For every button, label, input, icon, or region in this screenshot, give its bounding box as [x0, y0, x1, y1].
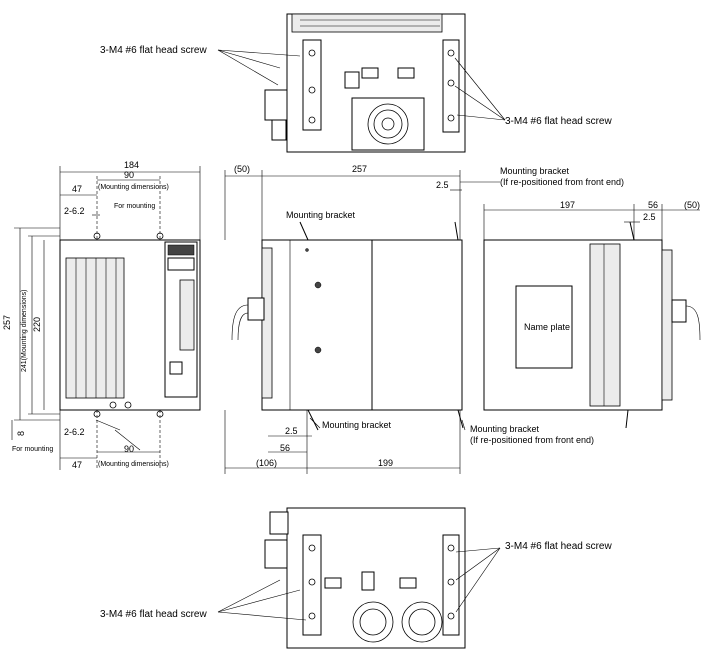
- label-mounting-dims-bottom: (Mounting dimensions): [98, 461, 169, 468]
- rear-dimensions: [483, 204, 700, 240]
- screw-hole: [447, 578, 455, 586]
- screw-hole: [447, 114, 455, 122]
- dim-rear-197: 197: [560, 200, 575, 210]
- screw-hole: [447, 79, 455, 87]
- screw-hole: [308, 544, 316, 552]
- screw-hole: [447, 49, 455, 57]
- dim-front-47-top: 47: [72, 184, 82, 194]
- dim-front-90-bottom: 90: [124, 444, 134, 454]
- dim-front-47-bottom: 47: [72, 460, 82, 470]
- rear-view: [483, 221, 701, 429]
- dim-front-height-241: 241(Mounting dimensions): [21, 290, 28, 373]
- leaders-bottom: [217, 547, 501, 621]
- label-mounting-bracket-repos-bottom: Mounting bracket: [470, 424, 540, 434]
- dim-side-257: 257: [352, 164, 367, 174]
- screw-hole: [308, 578, 316, 586]
- dim-front-height-220: 220: [32, 317, 42, 332]
- side-view: [231, 221, 464, 431]
- screw-hole: [447, 612, 455, 620]
- name-plate: [515, 285, 573, 369]
- dim-rear-50: (50): [684, 200, 700, 210]
- dim-front-hole-top: 2-6.2: [64, 206, 85, 216]
- dim-front-hole-bottom: 2-6.2: [64, 427, 85, 437]
- screw-label-bottom-left: 3-M4 #6 flat head screw: [100, 609, 207, 620]
- dim-rear-56: 56: [648, 200, 658, 210]
- label-name-plate: Name plate: [524, 322, 570, 332]
- dim-side-50: (50): [234, 164, 250, 174]
- screw-hole: [308, 86, 316, 94]
- vent-grille: [65, 257, 125, 399]
- label-repos-note-top: (If re-positioned from front end): [500, 177, 624, 187]
- label-for-mounting-bottom: For mounting: [12, 446, 53, 453]
- label-mounting-bracket-repos-top: Mounting bracket: [500, 166, 570, 176]
- dim-side-199: 199: [378, 458, 393, 468]
- side-dimensions: [224, 170, 500, 474]
- top-view: [264, 13, 466, 153]
- screw-hole: [308, 116, 316, 124]
- leaders-top: [217, 49, 506, 121]
- dim-front-width: 184: [124, 160, 139, 170]
- screw-hole: [447, 544, 455, 552]
- dim-front-8: 8: [16, 431, 26, 436]
- dim-side-106: (106): [256, 458, 277, 468]
- screw-hole: [308, 49, 316, 57]
- label-for-mounting-top: For mounting: [114, 203, 155, 210]
- dim-side-56: 56: [280, 443, 290, 453]
- screw-hole: [308, 612, 316, 620]
- mounting-bracket-bottom-right: [457, 409, 464, 429]
- bottom-view: [264, 507, 466, 649]
- screw-label-top-left: 3-M4 #6 flat head screw: [100, 45, 207, 56]
- front-view: [59, 232, 201, 418]
- dim-side-2-5-bottom: 2.5: [285, 426, 298, 436]
- screw-label-top-right: 3-M4 #6 flat head screw: [505, 116, 612, 127]
- top-bracket-left: [302, 39, 322, 131]
- label-mounting-dims-top: (Mounting dimensions): [98, 184, 169, 191]
- label-mounting-bracket-bottom: Mounting bracket: [322, 420, 392, 430]
- mounting-bracket-top-right: [454, 221, 459, 241]
- dim-rear-2-5: 2.5: [643, 212, 656, 222]
- front-dimensions: [11, 166, 201, 470]
- mounting-bracket-bottom-left: [307, 409, 319, 431]
- dim-front-90-top: 90: [124, 170, 134, 180]
- dim-front-height-257: 257: [2, 315, 12, 330]
- label-mounting-bracket-top: Mounting bracket: [286, 210, 356, 220]
- label-repos-note-bottom: (If re-positioned from front end): [470, 435, 594, 445]
- mounting-bracket-top-left: [299, 221, 309, 241]
- screw-label-bottom-right: 3-M4 #6 flat head screw: [505, 541, 612, 552]
- dim-side-2-5-top: 2.5: [436, 180, 449, 190]
